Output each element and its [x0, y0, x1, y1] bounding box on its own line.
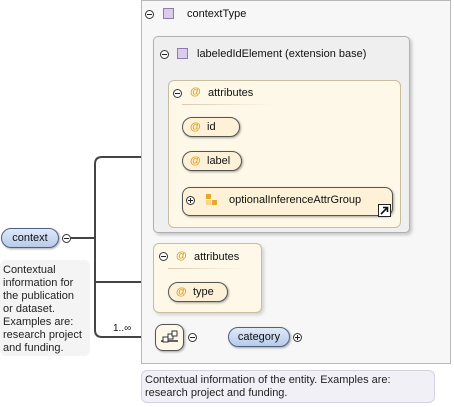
collapse-toggle-icon[interactable] — [145, 10, 154, 19]
attribute-name: label — [207, 155, 231, 167]
documentation-line: research project and funding. — [145, 387, 288, 399]
element-category[interactable]: category — [228, 327, 290, 347]
extension-base-label: labeledIdElement (extension base) — [197, 48, 367, 60]
inner-attributes-label: attributes — [208, 87, 254, 99]
attribute-group-icon — [206, 194, 217, 205]
complex-type-icon — [163, 8, 174, 19]
documentation-line: research project — [3, 329, 82, 341]
expand-toggle-icon[interactable] — [186, 196, 195, 205]
collapse-toggle-icon[interactable] — [188, 333, 197, 342]
documentation-line: or dataset. — [3, 303, 55, 315]
context-documentation-box — [0, 260, 90, 356]
attribute-name: id — [207, 121, 216, 133]
collapse-toggle-icon[interactable] — [160, 50, 169, 59]
reference-link-icon[interactable] — [378, 204, 391, 217]
attribute-group-name: optionalInferenceAttrGroup — [229, 194, 362, 206]
sequence-compositor[interactable] — [155, 324, 184, 351]
attribute-group-ref[interactable] — [182, 187, 393, 216]
outer-attributes-label: attributes — [194, 251, 240, 263]
attribute-id[interactable]: @ id — [182, 117, 240, 137]
attribute-type[interactable]: @ type — [168, 282, 228, 302]
context-documentation: Contextual information for the publicati… — [3, 264, 82, 355]
documentation-line: Examples are: — [3, 316, 74, 328]
documentation-line: Contextual — [3, 264, 56, 276]
context-type-label: contextType — [187, 8, 247, 20]
attribute-icon: @ — [176, 250, 187, 262]
collapse-toggle-icon[interactable] — [159, 252, 168, 261]
complex-type-icon — [177, 48, 188, 59]
attribute-icon: @ — [176, 286, 187, 298]
type-documentation-box — [141, 370, 435, 403]
documentation-line: Contextual information of the entity. Ex… — [145, 374, 391, 386]
connector-to-sequence — [94, 238, 155, 338]
attribute-name: type — [193, 286, 214, 298]
expand-toggle-icon[interactable] — [293, 333, 302, 342]
sequence-icon — [161, 330, 178, 343]
attribute-icon: @ — [190, 121, 201, 133]
element-context[interactable]: context — [1, 228, 59, 248]
type-documentation: Contextual information of the entity. Ex… — [145, 374, 391, 400]
connector-to-label — [94, 156, 182, 238]
divider — [182, 104, 272, 105]
collapse-toggle-icon[interactable] — [62, 234, 71, 243]
divider — [168, 268, 243, 269]
documentation-line: the publication — [3, 290, 74, 302]
attribute-icon: @ — [190, 155, 201, 167]
sequence-cardinality: 1..∞ — [113, 323, 132, 334]
collapse-toggle-icon[interactable] — [173, 89, 182, 98]
attribute-icon: @ — [190, 86, 201, 98]
attribute-label[interactable]: @ label — [182, 151, 242, 171]
documentation-line: information for — [3, 277, 74, 289]
documentation-line: and funding. — [3, 342, 64, 354]
